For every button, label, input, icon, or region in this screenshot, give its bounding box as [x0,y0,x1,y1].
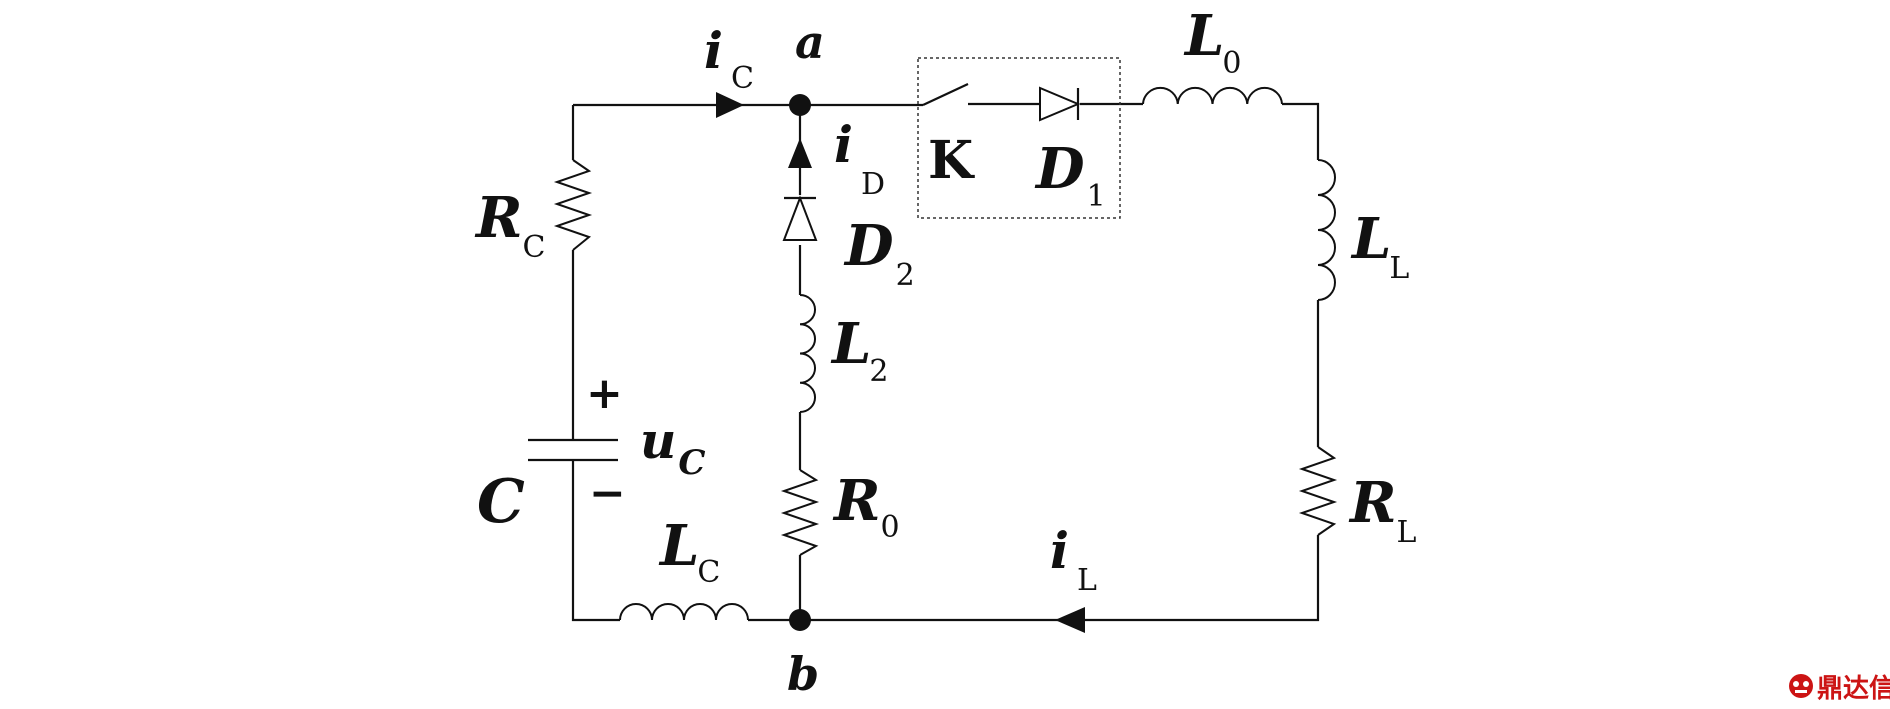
d2-sub: 2 [896,258,915,293]
ll-sub: L [1389,251,1409,286]
l2-sub: 2 [869,354,888,389]
diode-d2-icon [782,195,818,241]
resistor-rc-icon [553,159,593,251]
diode-d1-icon [1039,86,1081,122]
lc-label: LC [658,513,720,590]
r0-sub: 0 [881,510,900,545]
d1-sub: 1 [1087,179,1106,214]
lc-main: L [658,513,699,579]
node-a-dot [789,94,811,116]
rc-sub: C [523,230,546,265]
il-label: iL [1050,521,1097,598]
l0-main: L [1183,3,1224,69]
l2-label: L2 [830,311,888,389]
wire-bottom-right [800,535,1320,622]
rc-main: R [474,185,523,251]
rl-main: R [1348,470,1397,536]
l0-label: L0 [1183,3,1241,81]
id-label: iD [834,115,885,202]
inductor-l0-icon [1142,86,1283,105]
rl-label: RL [1348,470,1417,550]
ll-main: L [1350,206,1391,272]
d1-label: D1 [1034,136,1106,214]
l0-sub: 0 [1222,46,1241,81]
ic-sub: C [731,61,754,96]
resistor-r0-icon [780,469,820,556]
d1-main: D [1034,136,1085,202]
il-arrow-icon [1055,607,1085,633]
r0-main: R [832,468,881,534]
il-main: i [1050,521,1069,580]
plus-sign: + [586,368,623,419]
il-sub: L [1077,563,1097,598]
wire-lc-to-cap [571,460,620,622]
node-b-dot [789,609,811,631]
id-main: i [834,115,853,174]
id-arrow-icon [788,138,812,168]
ic-arrow-icon [716,92,744,118]
wire-l0-to-right [1282,102,1320,160]
node-a-label: a [795,15,825,69]
ll-label: LL [1350,206,1409,286]
inductor-ll-icon [1317,159,1336,301]
node-b-label: b [787,647,819,701]
lc-sub: C [697,555,720,590]
c-label: C [477,467,525,537]
ic-main: i [704,21,723,80]
wires [571,102,1320,622]
watermark-logo-icon [1789,674,1813,698]
l2-main: L [830,311,871,377]
r0-label: R0 [832,468,900,545]
id-sub: D [861,167,885,202]
rc-label: RC [474,185,546,265]
d2-label: D2 [843,213,915,293]
d2-main: D [843,213,894,279]
switch-diode-box [917,57,1121,219]
minus-sign: − [589,468,626,519]
rl-sub: L [1397,515,1417,550]
inductor-l2-icon [799,294,816,413]
inductor-lc-icon [619,603,749,621]
watermark: 鼎达信 [1789,674,1890,704]
uc-sub: C [678,443,705,483]
capacitor-c-icon [528,438,618,462]
uc-label: uC [640,411,705,483]
switch-k-icon [922,83,969,106]
watermark-text: 鼎达信 [1817,674,1890,704]
resistor-rl-icon [1298,446,1338,536]
uc-main: u [640,411,676,470]
switch-k-label: K [928,130,975,191]
